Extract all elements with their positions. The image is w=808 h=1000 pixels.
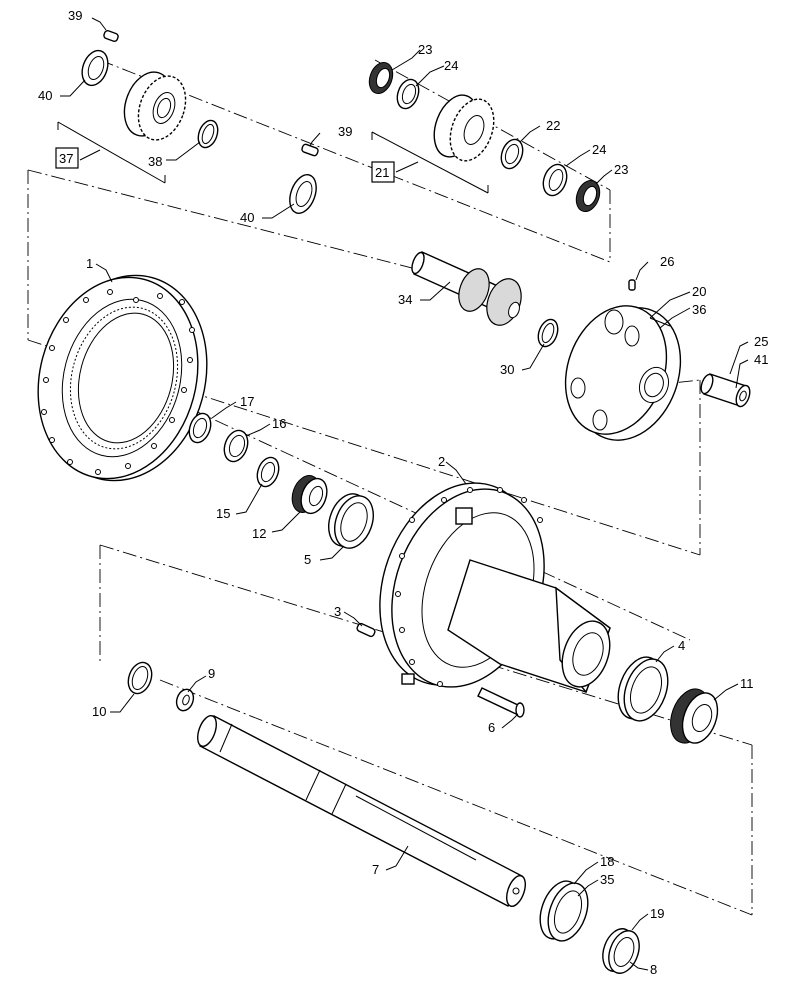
pin-3 <box>356 622 376 638</box>
callout-25: 25 <box>754 334 768 349</box>
gear-shaft-34 <box>411 251 522 326</box>
washer-9 <box>175 688 195 712</box>
callout-26: 26 <box>660 254 674 269</box>
callout-41: 41 <box>754 352 768 367</box>
snap-ring-22 <box>500 138 524 170</box>
pin-25-41 <box>700 373 751 408</box>
callout-21: 21 <box>375 165 389 180</box>
axle-shaft-7 <box>197 715 526 907</box>
bearing-cup-5 <box>328 493 374 549</box>
callout-22: 22 <box>546 118 560 133</box>
callout-9: 9 <box>208 666 215 681</box>
pin-39-top <box>103 29 119 43</box>
callout-3: 3 <box>334 604 341 619</box>
needle-bearing-23-top <box>368 62 394 94</box>
callout-8: 8 <box>650 962 657 977</box>
callout-23: 23 <box>614 162 628 177</box>
hub-bolt-holes <box>395 487 543 687</box>
callout-30: 30 <box>500 362 514 377</box>
bolt-6 <box>477 687 525 718</box>
callout-19: 19 <box>650 906 664 921</box>
callout-leaders <box>60 17 749 971</box>
callout-labels: 39 40 37 38 39 40 23 24 22 24 23 21 26 2… <box>38 8 768 977</box>
callout-37: 37 <box>59 151 73 166</box>
callout-16: 16 <box>272 416 286 431</box>
callout-18: 18 <box>600 854 614 869</box>
spur-gear-top-right <box>433 94 495 162</box>
bearing-cone-12 <box>291 475 328 515</box>
callout-35: 35 <box>600 872 614 887</box>
callout-23: 23 <box>418 42 432 57</box>
assembly-centerlines <box>27 59 753 916</box>
seal-19-8 <box>602 928 640 974</box>
ring-gear-bolt-holes <box>41 289 195 475</box>
callout-12: 12 <box>252 526 266 541</box>
callout-2: 2 <box>438 454 445 469</box>
callout-38: 38 <box>148 154 162 169</box>
callout-11: 11 <box>740 676 754 691</box>
ring-gear-1 <box>37 274 208 482</box>
callout-39: 39 <box>338 124 352 139</box>
callout-34: 34 <box>398 292 412 307</box>
bracket-37 <box>55 121 166 184</box>
callout-7: 7 <box>372 862 379 877</box>
callout-15: 15 <box>216 506 230 521</box>
callout-24: 24 <box>444 58 458 73</box>
spacer-24-top <box>396 78 420 110</box>
bearing-cup-18-35 <box>539 880 589 942</box>
thrust-washer-40-center <box>289 174 317 214</box>
pin-26 <box>628 279 636 291</box>
callout-24: 24 <box>592 142 606 157</box>
planet-carrier-20 <box>564 305 682 441</box>
snap-ring-10 <box>127 661 153 695</box>
snap-ring-30 <box>537 318 559 348</box>
snap-ring-15 <box>256 456 280 488</box>
bearing-cone-11 <box>670 688 719 744</box>
callout-20: 20 <box>692 284 706 299</box>
callout-4: 4 <box>678 638 685 653</box>
callout-17: 17 <box>240 394 254 409</box>
washer-16 <box>223 429 249 463</box>
callout-1: 1 <box>86 256 93 271</box>
snap-ring-38 <box>197 119 219 149</box>
callout-40: 40 <box>38 88 52 103</box>
needle-bearing-23-bottom <box>575 180 601 212</box>
callout-5: 5 <box>304 552 311 567</box>
spacer-24-bottom <box>542 163 568 197</box>
bearing-cup-4 <box>617 656 669 722</box>
callout-40: 40 <box>240 210 254 225</box>
snap-ring-17 <box>188 412 212 444</box>
callout-39: 39 <box>68 8 82 23</box>
bracket-21 <box>371 131 489 194</box>
wheel-hub-housing-2 <box>379 482 611 694</box>
spur-gear-top-left <box>123 71 187 141</box>
callout-10: 10 <box>92 704 106 719</box>
pin-39-center <box>301 143 319 157</box>
thrust-washer-40-top <box>81 49 109 87</box>
callout-36: 36 <box>692 302 706 317</box>
callout-6: 6 <box>488 720 495 735</box>
